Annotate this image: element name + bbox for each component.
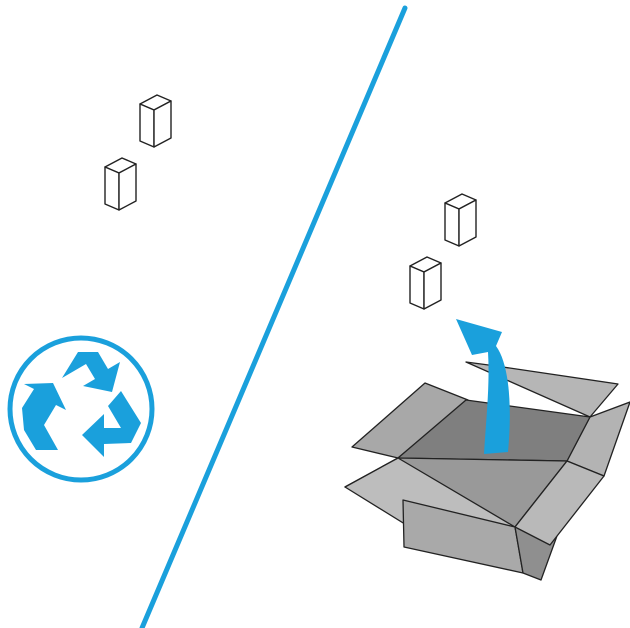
open-shipping-box bbox=[345, 362, 630, 580]
small-carton-icon bbox=[410, 257, 441, 309]
small-carton-icon bbox=[105, 158, 136, 210]
small-carton-icon bbox=[140, 95, 171, 147]
diagonal-divider-line bbox=[142, 8, 405, 628]
small-carton-icon bbox=[445, 194, 476, 246]
recycle-icon bbox=[10, 338, 152, 480]
